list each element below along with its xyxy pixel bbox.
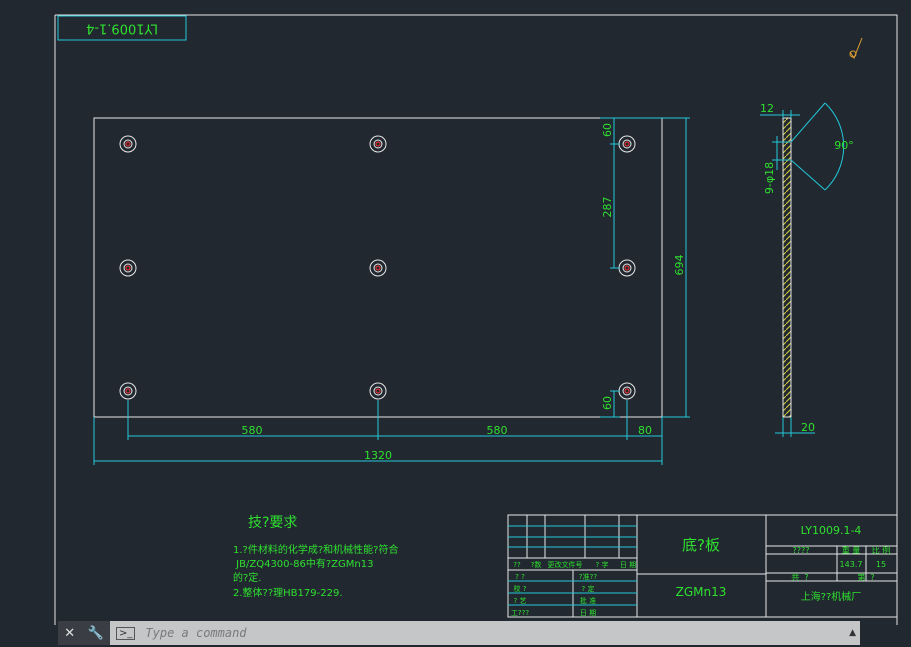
hole	[624, 388, 630, 394]
hole	[373, 386, 383, 396]
title-block-label: 工???	[511, 609, 529, 617]
hole	[622, 386, 632, 396]
hole	[373, 139, 383, 149]
material: ZGMn13	[676, 585, 727, 599]
hole	[119, 259, 137, 277]
hole	[375, 141, 381, 147]
hole	[123, 263, 133, 273]
plate-front-view	[93, 117, 663, 418]
title-block-label: 校 ?	[514, 584, 527, 593]
stamp-text: LY1009.1-4	[86, 21, 158, 36]
title-block-label: ??	[513, 561, 521, 569]
weight-label: 重 量	[842, 545, 861, 555]
title-block-label: 日 期	[580, 609, 596, 617]
title-block-label: ? ?	[515, 573, 525, 581]
hole	[624, 141, 630, 147]
close-icon[interactable]: ✕	[64, 625, 76, 641]
hole	[369, 135, 387, 153]
dim-580-right: 580	[487, 424, 508, 437]
history-up-arrow-icon[interactable]: ▲	[849, 628, 856, 638]
title-block-label: ?准??	[579, 572, 597, 581]
tech-req-line: 1.?件材料的化学成?和机械性能?符合	[233, 543, 398, 556]
hole	[123, 386, 133, 396]
command-input[interactable]: Type a command	[145, 626, 247, 640]
hole	[622, 139, 632, 149]
hole	[119, 382, 137, 400]
dim-60-bottom: 60	[601, 396, 614, 410]
title-block-label: 批 准	[580, 596, 596, 605]
hole	[375, 388, 381, 394]
roughness-symbol	[849, 37, 863, 60]
sheet-number: 第 ?	[857, 572, 874, 582]
command-prompt-icon[interactable]: >_	[116, 626, 136, 640]
tech-req-line: 2.整体??理HB179-229.	[233, 586, 343, 599]
dim-12: 12	[760, 102, 774, 115]
title-block-label: ? 艺	[514, 597, 527, 605]
title-block-label: 日 期	[620, 561, 636, 569]
part-name: 底?板	[682, 536, 720, 554]
drawing-number: LY1009.1-4	[801, 524, 862, 537]
hole	[618, 259, 636, 277]
tech-req-title: 技?要求	[248, 515, 297, 531]
hole	[375, 265, 381, 271]
dim-1320: 1320	[364, 449, 392, 462]
dim-holes: 9-φ18	[763, 162, 776, 194]
tech-req-line: JB/ZQ4300-86中有?ZGMn13	[233, 557, 373, 570]
company-name: 上海??机械厂	[801, 590, 862, 603]
title-block-label: 更改文件号	[548, 560, 583, 569]
scale-value: 15	[876, 560, 886, 569]
hole	[125, 388, 131, 394]
dim-287: 287	[601, 197, 614, 218]
hole	[624, 265, 630, 271]
roughness-circle	[849, 50, 857, 58]
stamp-box	[57, 15, 187, 41]
dimension-lines	[93, 117, 690, 465]
hole	[622, 263, 632, 273]
dim-60-top: 60	[601, 123, 614, 137]
hole	[369, 382, 387, 400]
dim-694: 694	[673, 255, 686, 276]
title-block-label: ?数	[531, 560, 542, 569]
side-dimension-lines	[760, 102, 826, 437]
drawing-frame	[54, 14, 898, 625]
plate-side-view	[782, 117, 792, 418]
sheet-total: 共 ?	[791, 573, 808, 582]
hole	[373, 263, 383, 273]
command-line-controls: ✕ 🔧	[58, 621, 110, 645]
hole	[125, 141, 131, 147]
dim-angle: 90°	[834, 139, 854, 152]
scale-label: 比 例	[872, 545, 891, 555]
angle-arc	[824, 102, 845, 191]
hole	[123, 139, 133, 149]
dim-80: 80	[638, 424, 652, 437]
holes	[119, 135, 636, 400]
dim-580-left: 580	[242, 424, 263, 437]
title-block-label: ? 字	[596, 560, 609, 569]
dim-20: 20	[801, 421, 815, 434]
hole	[119, 135, 137, 153]
hole	[618, 382, 636, 400]
title-block: 底?板 ZGMn13 LY1009.1-4 ???? 重 量 比 例 143.7…	[507, 514, 898, 618]
command-line[interactable]: ✕ 🔧 >_ Type a command ▲	[58, 621, 860, 645]
weight-value: 143.7	[840, 560, 863, 569]
wrench-icon[interactable]: 🔧	[87, 625, 104, 641]
hole	[125, 265, 131, 271]
hole	[618, 135, 636, 153]
hole	[369, 259, 387, 277]
title-block-label: ? 定	[582, 584, 595, 593]
stage-label: ????	[793, 546, 810, 555]
tech-req-line: 的?定.	[233, 571, 262, 584]
